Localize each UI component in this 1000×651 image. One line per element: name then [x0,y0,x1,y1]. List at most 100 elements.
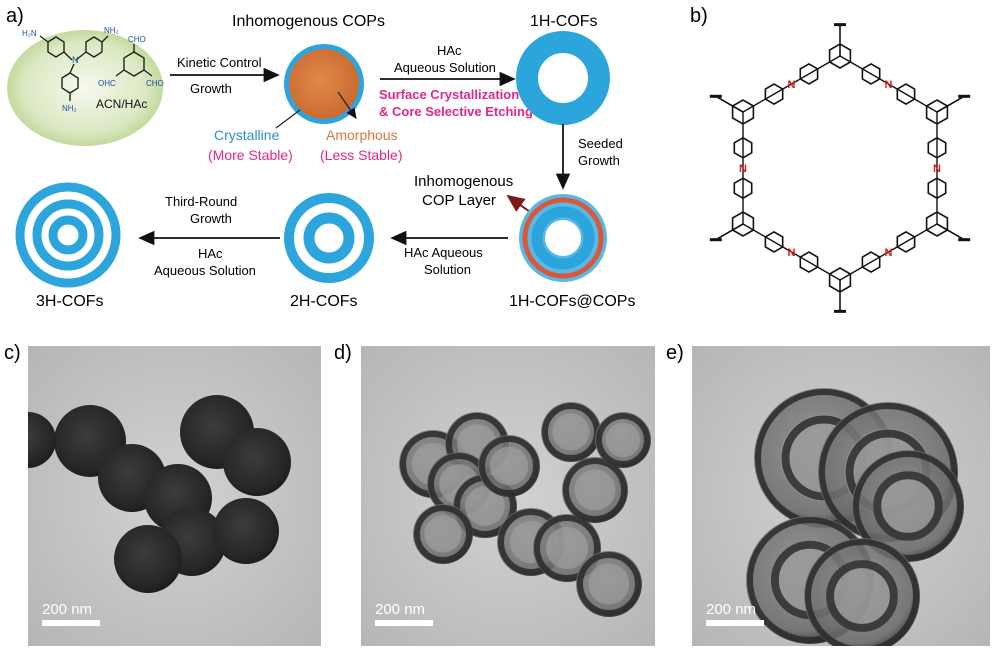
particle-shell-11 [577,552,641,616]
particle-core-7 [545,526,589,570]
particle-inner-shell-2 [873,471,943,541]
particle-8 [28,412,56,468]
scale-bar [375,620,433,626]
imine-n-0: N [884,79,892,91]
particle-shell-4 [805,539,919,646]
substituent-bond-2 [936,223,965,241]
panel-label-a: a) [6,5,24,27]
amine-label-1: H₂N [22,29,37,38]
scale-bar [42,620,100,626]
particle-inner-shell-4 [826,560,898,632]
step2-pink-line1: Surface Crystallization [379,87,519,102]
ring-bond-3 [742,223,841,281]
imine-n-4: N [739,163,747,175]
atom-n-label: N [72,55,79,65]
imine-n-5: N [788,79,796,91]
particle-shell-2 [853,451,963,561]
product-2h-cofs-label: 2H-COFs [290,293,358,310]
aldehyde-label-2: OHC [98,79,116,88]
synthesis-scheme: a) N H₂N NH₂ [6,5,635,310]
less-stable-label: (Less Stable) [320,147,402,163]
particle-core-11 [588,563,630,605]
tem-image-e: 200 nm [692,346,990,646]
particle-core-9 [552,413,590,451]
hollow-cof-1h [516,31,610,125]
crystalline-label: Crystalline [214,127,280,143]
monomer-structures [39,35,153,101]
linker-ring-3a [799,251,819,274]
step1-line2: Growth [190,81,232,96]
linker-ring-5a [764,83,784,106]
step4-line2: Solution [424,262,471,277]
amorphous-pointer [337,91,357,119]
more-stable-label: (More Stable) [208,147,293,163]
panel-label-d: d) [334,342,352,364]
linker-ring-5b [799,62,819,85]
ring-bond-2 [839,223,938,281]
structure-drawing: N N N N N N [709,23,971,313]
imine-n-1: N [933,163,941,175]
linker-ring-4a [733,177,753,200]
step2-line1: HAc [437,43,462,58]
substituent-bond-1 [936,95,965,113]
scale-bar-label: 200 nm [42,601,92,618]
monomer-box: N H₂N NH₂ NH₂ CHO OHC CHO ACN/HAc [7,26,164,146]
particle-core-4 [826,560,898,632]
linker-ring-4b [733,136,753,159]
particle-core-2 [873,471,943,541]
particle-core-5 [489,446,529,486]
scale-bar [706,620,764,626]
linker-ring-0a [861,62,881,85]
inhomogenous-cops-title: Inhomogenous COPs [232,13,385,30]
aldehyde-label-1: CHO [128,35,146,44]
product-1h-cofs-label: 1H-COFs [530,13,598,30]
macrocycle-structure: b) N N N N N N [690,5,971,313]
amine-label-3: NH₂ [62,104,77,113]
panel-label-b: b) [690,5,708,27]
step5-line4: Aqueous Solution [154,263,256,278]
particle-shell-5 [479,436,539,496]
crystalline-pointer [275,109,301,129]
scale-bar-label: 200 nm [706,601,756,618]
linker-ring-0b [896,83,916,106]
imine-n-2: N [884,247,892,259]
product-3h-cofs-label: 3H-COFs [36,293,104,310]
particle-6 [213,498,279,564]
imine-n-3: N [788,247,796,259]
aldehyde-label-3: CHO [146,79,164,88]
particle-core-8 [574,469,616,511]
tem-image-c: 200 nm [28,346,321,646]
layer-label-line1: Inhomogenous [414,173,513,190]
linker-ring-3b [764,230,784,253]
ring-bond-0 [839,55,938,113]
step2-pink-line2: & Core Selective Etching [379,104,533,119]
step1-line1: Kinetic Control [177,55,262,70]
particle-shell-8 [563,458,627,522]
hollow-cof-3h [15,182,121,288]
step5-line3: HAc [198,246,223,261]
ring-vertex-4 [731,211,755,237]
cop-sphere [275,44,364,129]
amine-label-2: NH₂ [104,26,119,35]
tem-image-d: 200 nm [361,346,655,646]
particle-4 [223,428,291,496]
step4-line1: HAc Aqueous [404,245,483,260]
solvent-label: ACN/HAc [96,97,147,111]
amorphous-label: Amorphous [326,127,398,143]
particle-core-10 [605,422,641,458]
panel-label-c: c) [4,342,21,364]
hollow-cof-2h [284,193,374,283]
ring-vertex-0 [828,43,852,69]
ring-vertex-2 [925,211,949,237]
linker-ring-1b [927,177,947,200]
particle-7 [114,525,182,593]
step3-line1: Seeded [578,136,623,151]
substituent-bond-5 [715,95,744,113]
layer-pointer-arrow [506,194,531,213]
step3-line2: Growth [578,153,620,168]
linker-ring-1a [927,136,947,159]
particle-core-4 [424,515,462,553]
particle-shell-4 [414,505,472,563]
step5-line2: Growth [190,211,232,226]
